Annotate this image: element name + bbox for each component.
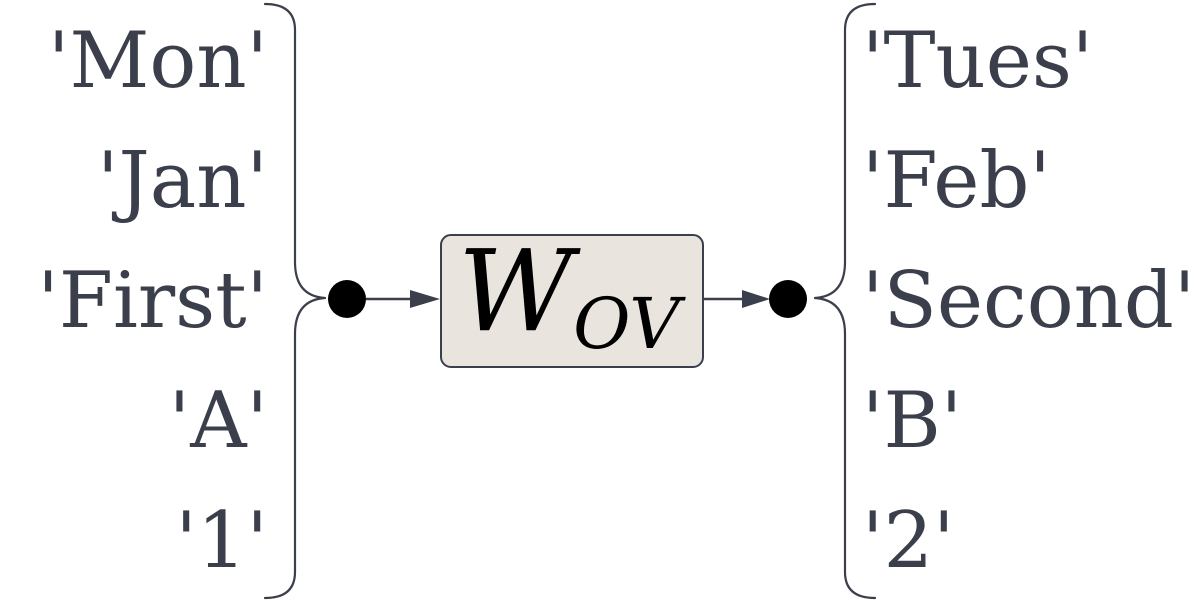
- input-token: 'First': [37, 256, 268, 346]
- input-node-dot: [328, 280, 366, 318]
- input-token: 'Jan': [97, 136, 268, 226]
- output-brace: [813, 2, 877, 600]
- output-node-dot: [769, 280, 807, 318]
- input-token: 'Mon': [48, 16, 268, 106]
- input-token-list: 'Mon' 'Jan' 'First' 'A' '1': [37, 16, 268, 586]
- input-token: 'A': [169, 376, 268, 466]
- output-token: 'B': [862, 376, 962, 466]
- output-token: 'Feb': [862, 136, 1051, 226]
- output-token: '2': [862, 496, 955, 586]
- ov-matrix-block: WOV: [440, 227, 704, 368]
- output-token: 'Second': [862, 256, 1195, 346]
- matrix-symbol: W: [458, 227, 581, 357]
- output-token: 'Tues': [862, 16, 1093, 106]
- output-arrow: [704, 290, 770, 308]
- matrix-label: WOV: [458, 227, 686, 365]
- output-token-list: 'Tues' 'Feb' 'Second' 'B' '2': [862, 16, 1195, 586]
- input-arrow: [366, 290, 440, 308]
- matrix-subscript: OV: [573, 283, 686, 365]
- matrix-box: [440, 234, 704, 368]
- input-brace: [263, 2, 327, 600]
- input-token: '1': [175, 496, 268, 586]
